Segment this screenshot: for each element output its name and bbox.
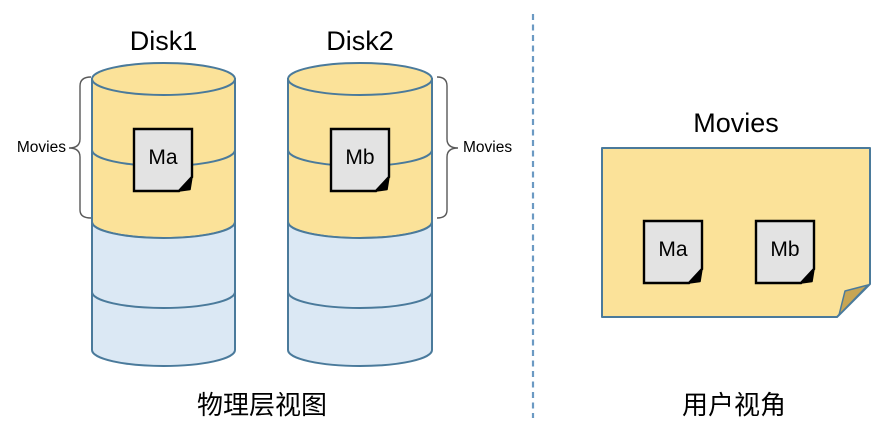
disk1-title: Disk1 [129,25,198,56]
disk1-bracket-label: Movies [16,139,66,156]
disk1-top-ellipse [91,62,236,96]
disk2-blue-body [287,221,433,367]
file-label-ma-disk1: Ma [148,146,178,169]
disk2-title: Disk2 [326,25,394,56]
disk2-segment-arc-2 [287,291,433,309]
disk2-cylinder [287,62,433,367]
disk2-right-brace [436,76,459,219]
disk1-blue-body [91,221,236,367]
disk1-segment-arc-2 [91,291,236,309]
file-label-mb-note: Mb [770,238,800,261]
disk2-bracket-label: Movies [463,139,513,156]
right-panel-caption: 用户视角 [681,389,786,420]
folder-title: Movies [693,107,779,138]
disk1-left-brace [68,76,92,219]
file-label-ma-note: Ma [658,238,688,261]
file-label-mb-disk2: Mb [345,146,375,169]
disk1-cylinder [91,62,236,367]
note-folded-corner [838,284,869,316]
left-panel-caption: 物理层视图 [196,389,327,420]
disk2-top-ellipse [287,62,433,96]
